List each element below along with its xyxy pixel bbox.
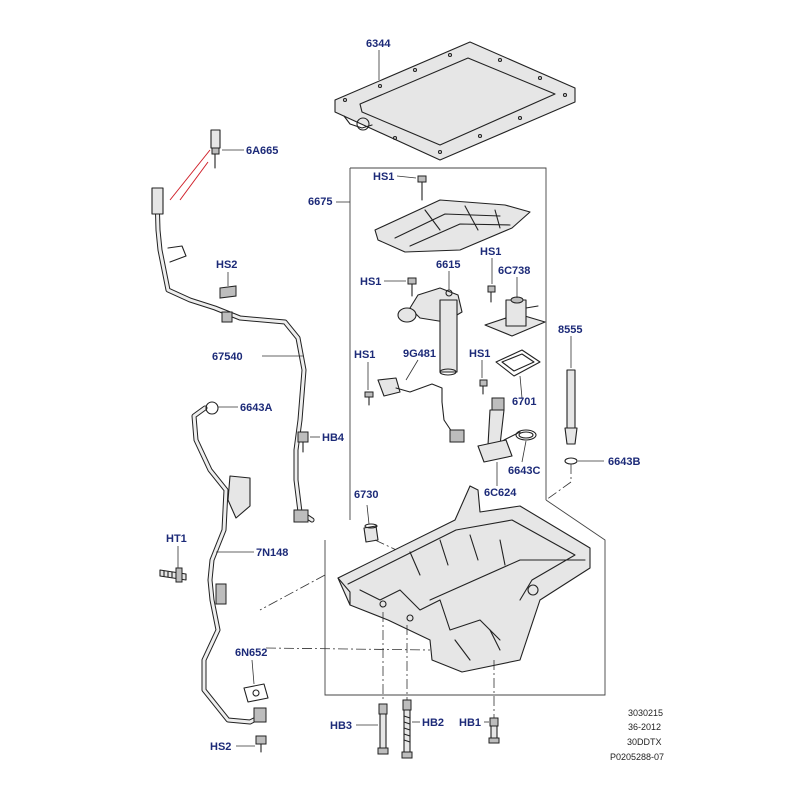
label-6344: 6344 xyxy=(366,38,391,50)
label-6675: 6675 xyxy=(308,196,332,208)
oil-level-sensor xyxy=(477,397,521,463)
ref-line-4: P0205288-07 xyxy=(610,752,664,762)
label-hs1-sensor-right: HS1 xyxy=(469,348,490,360)
bolt-hs1-pickup xyxy=(407,277,417,297)
label-6643b: 6643B xyxy=(608,456,640,468)
bolt-hs2-lower xyxy=(255,735,267,753)
assembly-box-lower xyxy=(324,499,606,696)
oil-return-tube xyxy=(191,405,267,725)
bolt-hb4 xyxy=(297,431,309,453)
label-6643a: 6643A xyxy=(240,402,272,414)
dipstick-guide-tube xyxy=(151,187,315,523)
label-6701: 6701 xyxy=(512,396,536,408)
label-6c624: 6C624 xyxy=(484,487,517,499)
ref-line-2: 36-2012 xyxy=(628,722,661,732)
stud-ht1 xyxy=(159,567,187,583)
label-6643c: 6643C xyxy=(508,465,540,477)
label-ht1: HT1 xyxy=(166,533,187,545)
bolt-hb3 xyxy=(377,703,389,755)
oil-pan-gasket xyxy=(334,41,576,161)
label-hs2-upper: HS2 xyxy=(216,259,237,271)
label-hb1: HB1 xyxy=(459,717,481,729)
label-hs1-pickup: HS1 xyxy=(360,276,381,288)
o-ring-6643b xyxy=(564,457,578,465)
assembly-box-upper xyxy=(350,167,547,500)
ref-line-3: 30DDTX xyxy=(627,737,662,747)
drain-plug xyxy=(363,523,379,543)
label-hs1-valve: HS1 xyxy=(480,246,501,258)
dipstick-tube xyxy=(564,369,578,445)
bolt-hb1 xyxy=(488,717,500,744)
o-ring-6643c xyxy=(515,429,537,441)
bolt-hs1-sensor-right xyxy=(479,379,488,395)
bolt-hb2 xyxy=(401,699,413,759)
label-6a665: 6A665 xyxy=(246,145,278,157)
gasket-6n652 xyxy=(243,683,269,703)
label-7n148: 7N148 xyxy=(256,547,288,559)
label-8555: 8555 xyxy=(558,324,582,336)
label-hs1-sensor-left: HS1 xyxy=(354,349,375,361)
dipstick-handle xyxy=(210,129,221,169)
label-6730: 6730 xyxy=(354,489,378,501)
label-6c738: 6C738 xyxy=(498,265,530,277)
oil-baffle-plate xyxy=(374,199,531,253)
oil-pressure-valve xyxy=(484,296,546,337)
ref-line-1: 3030215 xyxy=(628,708,663,718)
label-hs2-lower: HS2 xyxy=(210,741,231,753)
oil-level-sensor-gasket xyxy=(495,349,541,377)
label-67540: 67540 xyxy=(212,351,243,363)
insertion-pointer xyxy=(169,149,211,201)
oil-pan-sump xyxy=(337,485,591,673)
reference-block: 3030215 36-2012 30DDTX P0205288-07 xyxy=(610,708,664,762)
o-ring-6643a xyxy=(205,401,219,415)
label-6n652: 6N652 xyxy=(235,647,267,659)
bolt-hs1-sensor-left xyxy=(364,391,374,406)
label-hs1-top: HS1 xyxy=(373,171,394,183)
bolt-hs1-valve xyxy=(487,285,496,303)
oil-pickup-tube xyxy=(397,287,463,376)
oil-temperature-sensor xyxy=(377,377,465,443)
bolt-hs1-top xyxy=(417,175,427,201)
label-6615: 6615 xyxy=(436,259,460,271)
label-hb3: HB3 xyxy=(330,720,352,732)
bolt-hs2-upper xyxy=(219,285,237,299)
label-9g481: 9G481 xyxy=(403,348,436,360)
label-hb2: HB2 xyxy=(422,717,444,729)
label-hb4: HB4 xyxy=(322,432,345,444)
